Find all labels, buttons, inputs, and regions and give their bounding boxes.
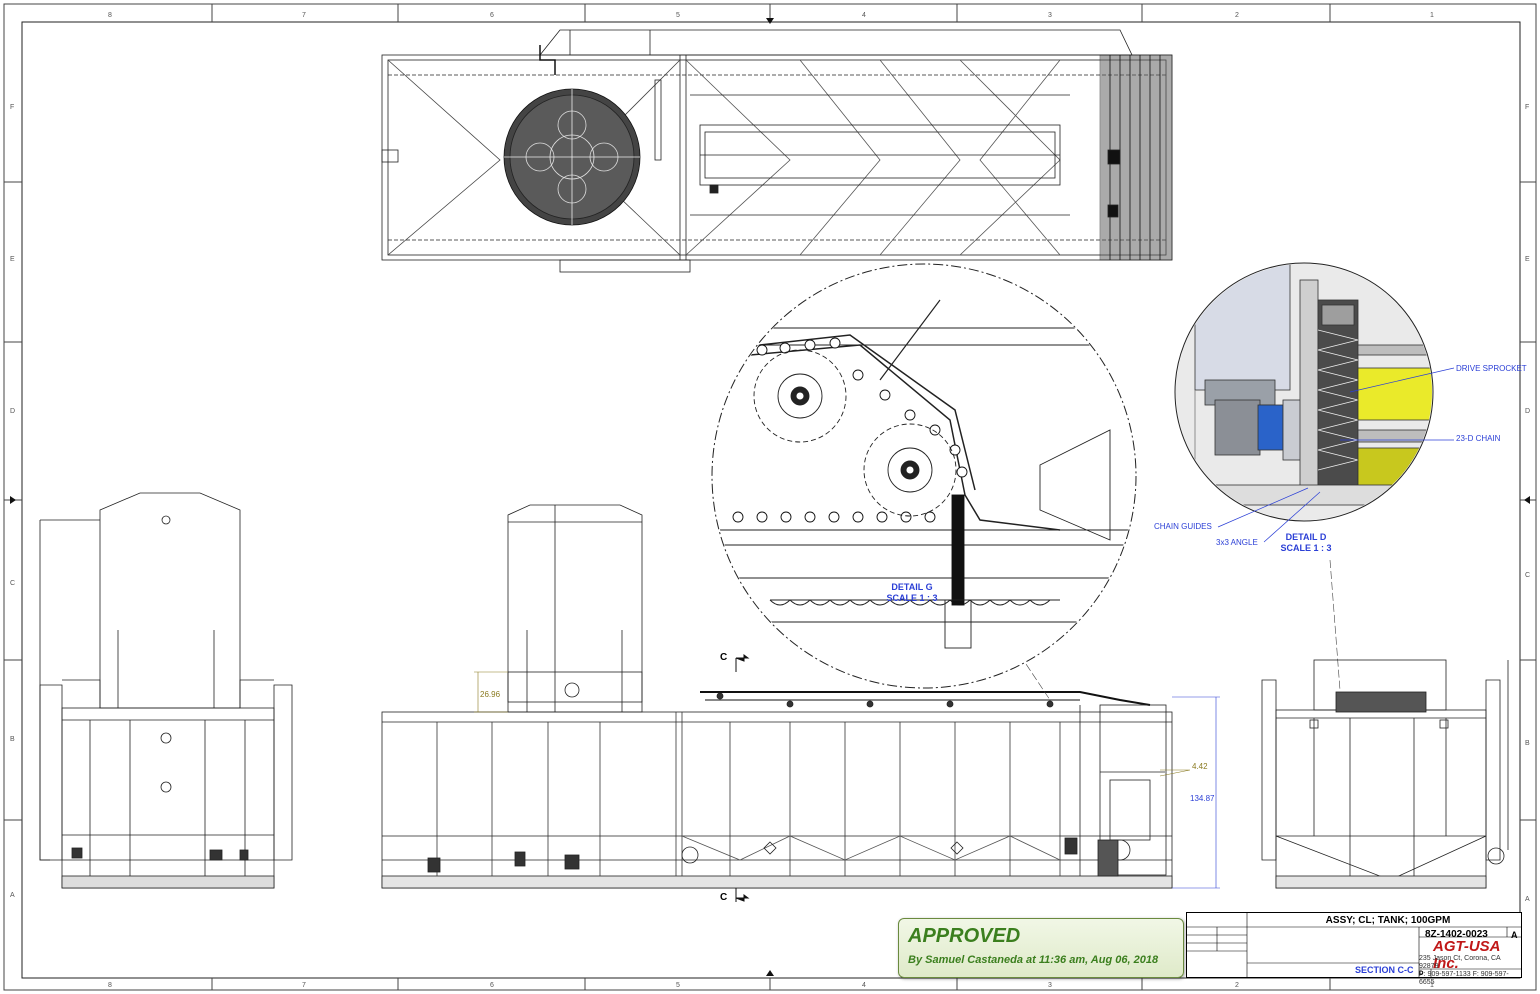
left-end-view [39, 492, 293, 889]
address-line-1: 235 Jason Ct, Corona, CA 92879 [1419, 955, 1501, 970]
detail-g-label: DETAIL G SCALE 1 : 3 [870, 582, 954, 604]
zone-row-a-right: A [1525, 896, 1530, 903]
zone-row-f: F [10, 104, 15, 111]
dimension-134-87: 134.87 [1190, 794, 1215, 803]
zone-col-7-bottom: 7 [302, 982, 306, 989]
callout-drive-sprocket: DRIVE SPROCKET [1456, 364, 1527, 373]
zone-row-b: B [10, 736, 15, 743]
side-view [381, 504, 1173, 889]
zone-col-7: 7 [302, 12, 306, 19]
callout-chain-guides: CHAIN GUIDES [1154, 522, 1212, 531]
title-block: ASSY; CL; TANK; 100GPM 8Z-1402-0023 A AG… [1186, 912, 1522, 986]
company-address: 235 Jason Ct, Corona, CA 92879 P: 909-59… [1419, 955, 1521, 987]
drawing-number: 8Z-1402-0023 [1425, 929, 1488, 940]
company-logo: AGT-USA Inc. [1433, 938, 1500, 972]
dimension-lines [474, 559, 1341, 889]
section-label: SECTION C-C [1355, 965, 1414, 975]
right-end-view [1261, 659, 1509, 889]
detail-d-view [1174, 262, 1455, 543]
zone-col-4-bottom: 4 [862, 982, 866, 989]
zone-col-5: 5 [676, 12, 680, 19]
zone-col-3: 3 [1048, 12, 1052, 19]
callout-angle: 3x3 ANGLE [1216, 538, 1258, 547]
zone-col-1-bottom: 1 [1430, 982, 1434, 989]
zone-row-e: E [10, 256, 15, 263]
zone-col-2: 2 [1235, 12, 1239, 19]
zone-row-f-right: F [1525, 104, 1530, 111]
zone-row-c-right: C [1525, 572, 1531, 579]
detail-d-label: DETAIL D SCALE 1 : 3 [1270, 532, 1342, 554]
zone-col-1: 1 [1430, 12, 1434, 19]
detail-d-scale: SCALE 1 : 3 [1280, 543, 1332, 553]
approval-signer: By Samuel Castaneda at 11:36 am, Aug 06,… [908, 954, 1159, 966]
zone-col-8: 8 [108, 12, 112, 19]
approval-stamp[interactable]: APPROVED By Samuel Castaneda at 11:36 am… [898, 918, 1184, 978]
zone-row-d-right: D [1525, 408, 1531, 415]
address-line-2: P: 909-597-1133 F: 909-597-6655 [1419, 971, 1509, 986]
zone-col-8-bottom: 8 [108, 982, 112, 989]
dimension-26-96: 26.96 [480, 690, 501, 699]
zone-col-5-bottom: 5 [676, 982, 680, 989]
detail-g-title: DETAIL G [891, 582, 933, 592]
zone-row-e-right: E [1525, 256, 1530, 263]
dimension-4-42: 4.42 [1192, 762, 1208, 771]
zone-row-c: C [10, 580, 16, 587]
zone-col-3-bottom: 3 [1048, 982, 1052, 989]
zone-row-d: D [10, 408, 16, 415]
zone-col-6-bottom: 6 [490, 982, 494, 989]
section-arrows [735, 654, 750, 902]
section-mark-top: C [720, 652, 728, 663]
detail-d-title: DETAIL D [1285, 532, 1327, 542]
top-view [381, 29, 1173, 273]
callout-chain: 23-D CHAIN [1456, 434, 1501, 443]
title-block-grid [1187, 913, 1521, 977]
drawing-title: ASSY; CL; TANK; 100GPM [1325, 915, 1451, 926]
approval-status: APPROVED [908, 925, 1021, 947]
zone-row-b-right: B [1525, 740, 1530, 747]
zone-col-2-bottom: 2 [1235, 982, 1239, 989]
section-mark-bottom: C [720, 892, 728, 903]
zone-col-6: 6 [490, 12, 494, 19]
detail-g-scale: SCALE 1 : 3 [886, 593, 938, 603]
zone-row-a: A [10, 892, 15, 899]
sheet-size: D [1419, 971, 1424, 977]
revision: A [1511, 930, 1518, 940]
zone-col-4: 4 [862, 12, 866, 19]
detail-g-view [711, 263, 1137, 689]
